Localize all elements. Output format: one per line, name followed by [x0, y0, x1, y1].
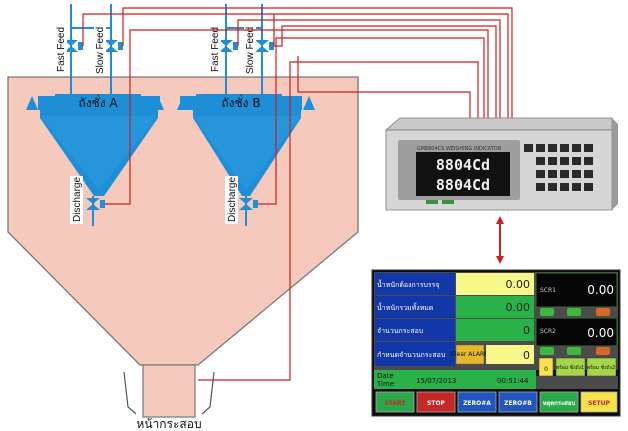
- mode1-label: พร้อม ชั่งถัง1: [556, 364, 584, 371]
- zero-b-label: ZERO#B: [504, 400, 532, 407]
- scale2-value: 0.00: [587, 326, 614, 340]
- label-slow-feed-b: Slow Feed: [245, 27, 256, 74]
- valve-slow-feed-b: [255, 40, 274, 52]
- scale1-indicator-lamps: [540, 308, 610, 316]
- hopper-inner-a: [40, 116, 158, 190]
- start-label: START: [384, 400, 406, 407]
- clear-alarm-label: Clear ALARM: [451, 351, 490, 358]
- scale2-panel: [535, 317, 618, 347]
- zero-a-label: ZERO#A: [463, 400, 491, 407]
- load-cell-b-right: [303, 96, 315, 110]
- scale-label-box-b: [196, 94, 282, 110]
- hmi-row-3: กำหนดจำนวนกระสอบ Clear ALARM 0: [375, 342, 534, 366]
- indicator-hmi-link: [496, 216, 504, 264]
- time-label: Time: [376, 380, 394, 388]
- clear-alarm-button[interactable]: [455, 344, 485, 365]
- hmi-row-value: 0: [523, 324, 530, 337]
- zero-a-button[interactable]: [457, 391, 497, 413]
- hmi-row-0: น้ำหนักต้องการบรรจุ 0.00: [375, 273, 534, 295]
- date-value: 15/07/2013: [416, 377, 456, 385]
- scale-hopper-b: ถังชั่ง B: [177, 94, 315, 196]
- start-button[interactable]: [375, 391, 415, 413]
- stop-button[interactable]: [416, 391, 456, 413]
- valve-slow-feed-a: [104, 40, 123, 52]
- setup-label: SETUP: [588, 400, 610, 407]
- indicator-keypad[interactable]: [524, 144, 593, 191]
- indicator-display-top: 8804Cd: [436, 156, 490, 174]
- scale-label-b: ถังชั่ง B: [221, 94, 260, 110]
- indicator-model: GM8804CS WEIGHING INDICATOR: [417, 146, 502, 152]
- hmi-row-value: 0: [523, 349, 530, 362]
- hmi-row-label: น้ำหนักรวมทั้งหมด: [377, 301, 433, 312]
- label-fast-feed-b: Fast Feed: [210, 27, 221, 72]
- hmi-row-1: น้ำหนักรวมทั้งหมด 0.00: [375, 296, 534, 318]
- hmi-row-2: จำนวนกระสอบ 0: [375, 319, 534, 341]
- hmi-panel: น้ำหนักต้องการบรรจุ 0.00 น้ำหนักรวมทั้งห…: [371, 269, 621, 417]
- scale-label-box-a: [55, 94, 141, 110]
- hmi-row-label: กำหนดจำนวนกระสอบ: [377, 351, 445, 359]
- mode2-label: พร้อม ชั่งถัง2: [587, 364, 615, 371]
- weighing-indicator: GM8804CS WEIGHING INDICATOR 8804Cd 8804C…: [384, 117, 618, 211]
- scale1-value: 0.00: [587, 283, 614, 297]
- valves: [64, 40, 274, 210]
- label-fast-feed-a: Fast Feed: [56, 27, 67, 72]
- date-label: Date: [377, 372, 394, 380]
- hmi-row-value: 0.00: [506, 301, 531, 314]
- valve-discharge-a: [86, 198, 105, 210]
- bag-outlet: [142, 364, 196, 418]
- scale2-indicator-lamps: [540, 347, 610, 355]
- label-discharge-a: Discharge: [72, 177, 83, 222]
- zero-b-button[interactable]: [498, 391, 538, 413]
- stop-bagging-label: หยุดกระสอบ: [543, 400, 576, 407]
- scale1-label: SCR1: [540, 287, 556, 294]
- time-value: 00:51:44: [497, 377, 529, 385]
- scale-hopper-a: ถังชั่ง A: [26, 94, 164, 196]
- scale-label-a: ถังชั่ง A: [78, 94, 118, 110]
- bag-clamp-right: [201, 371, 215, 415]
- stop-label: STOP: [427, 400, 446, 407]
- indicator-screen: [416, 152, 510, 196]
- valve-fast-feed-a: [64, 40, 83, 52]
- valve-discharge-b: [239, 198, 258, 210]
- bag-label: หน้ากระสอบ: [136, 417, 201, 431]
- stop-bagging-button[interactable]: [539, 391, 579, 413]
- setup-button[interactable]: [580, 391, 618, 413]
- counter-value: 0: [544, 366, 548, 373]
- hopper-inner-b: [193, 116, 301, 190]
- hmi-button-bar: START STOP ZERO#A ZERO#B หยุดกระสอบ SETU…: [375, 391, 618, 413]
- indicator-display-bottom: 8804Cd: [436, 176, 490, 194]
- hmi-row-label: น้ำหนักต้องการบรรจุ: [377, 278, 440, 289]
- hmi-row-value: 0.00: [506, 278, 531, 291]
- load-cell-a-right: [152, 96, 164, 110]
- load-cell-b-left: [177, 96, 189, 110]
- valve-fast-feed-b: [219, 40, 238, 52]
- datetime-bar: [374, 370, 536, 389]
- scale2-label: SCR2: [540, 328, 556, 335]
- bag-clamp-left: [123, 371, 137, 415]
- scale1-panel: [535, 272, 618, 308]
- label-discharge-b: Discharge: [227, 177, 238, 222]
- load-cell-a-left: [26, 96, 38, 110]
- label-slow-feed-a: Slow Feed: [95, 27, 106, 74]
- hmi-row-label: จำนวนกระสอบ: [377, 327, 423, 335]
- control-wires: [82, 7, 513, 381]
